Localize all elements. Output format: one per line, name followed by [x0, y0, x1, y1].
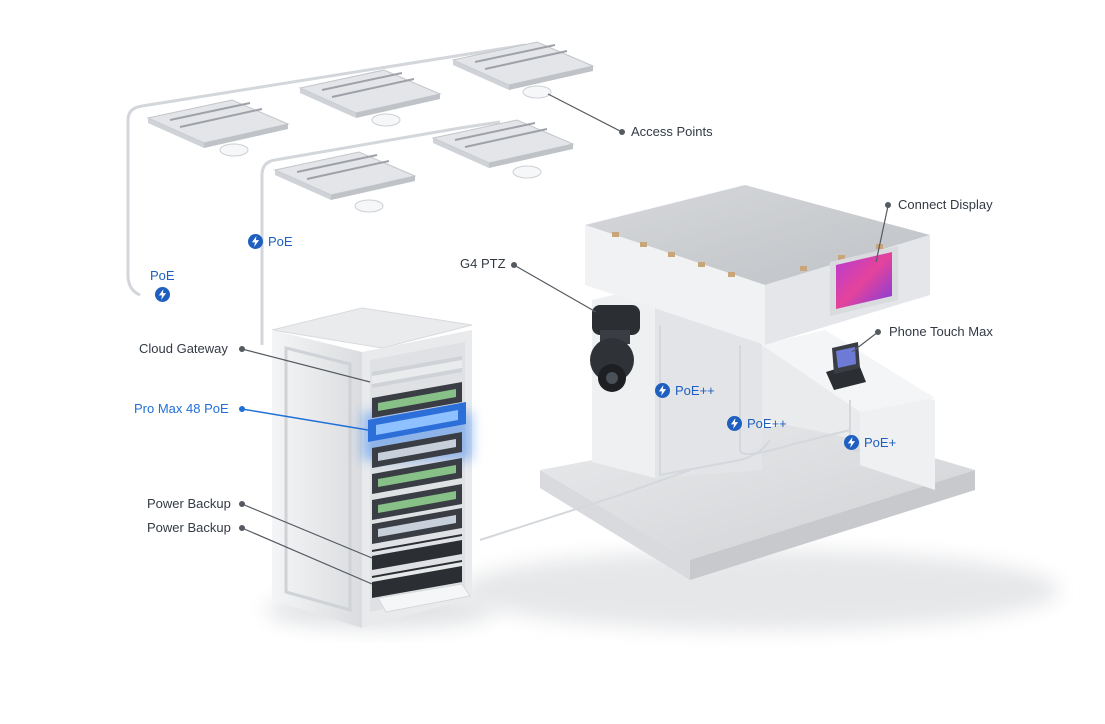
- poe-label: PoE: [150, 268, 175, 283]
- network-rack: [265, 307, 495, 628]
- poe-badge-upper: PoE: [248, 234, 293, 249]
- label-cloud-gateway: Cloud Gateway: [139, 341, 228, 356]
- access-point-1: [146, 99, 290, 157]
- callout-lines: [241, 93, 889, 585]
- access-point-3: [451, 41, 595, 99]
- label-g4-ptz: G4 PTZ: [460, 256, 506, 271]
- poe-badge-left: PoE: [150, 268, 175, 302]
- label-phone-touch-max: Phone Touch Max: [889, 324, 993, 339]
- label-access-points: Access Points: [631, 124, 713, 139]
- poe-label: PoE++: [747, 416, 787, 431]
- callout-dots: [239, 129, 891, 531]
- poe-badge-camera: PoE++: [655, 383, 715, 398]
- g4-ptz-camera: [590, 305, 640, 392]
- access-point-5: [431, 119, 575, 179]
- lightning-bolt-icon: [248, 234, 263, 249]
- lightning-bolt-icon: [655, 383, 670, 398]
- connect-display: [830, 246, 898, 316]
- pro-max-callout-line: [241, 408, 369, 431]
- rack-unit-switch-3: [372, 458, 462, 494]
- label-pro-max-48-poe: Pro Max 48 PoE: [134, 401, 229, 416]
- rack-unit-power-backup-1: [372, 534, 462, 570]
- phone-touch-max-device: [826, 342, 866, 390]
- access-point-4: [273, 151, 417, 213]
- rack-unit-switch-2: [372, 432, 462, 468]
- label-power-backup-2: Power Backup: [147, 520, 231, 535]
- poe-badge-display: PoE++: [727, 416, 787, 431]
- rack-unit-switch-5: [372, 508, 462, 544]
- rack-unit-pro-max-48-poe: [368, 402, 466, 442]
- lightning-bolt-icon: [727, 416, 742, 431]
- rack-unit-switch-1: [372, 382, 462, 418]
- lightning-bolt-icon: [154, 287, 170, 302]
- pro-max-callout-dot: [239, 406, 245, 412]
- access-point-2: [298, 69, 442, 127]
- label-connect-display: Connect Display: [898, 197, 993, 212]
- rack-unit-cloud-gateway: [372, 356, 462, 388]
- poe-label: PoE+: [864, 435, 897, 450]
- ceiling-cables: [126, 43, 526, 345]
- poe-label: PoE: [268, 234, 293, 249]
- lightning-bolt-icon: [844, 435, 859, 450]
- label-power-backup-1: Power Backup: [147, 496, 231, 511]
- poe-label: PoE++: [675, 383, 715, 398]
- rack-unit-power-backup-2: [372, 560, 462, 598]
- poe-badge-phone: PoE+: [844, 435, 896, 450]
- rack-unit-switch-4: [372, 484, 462, 520]
